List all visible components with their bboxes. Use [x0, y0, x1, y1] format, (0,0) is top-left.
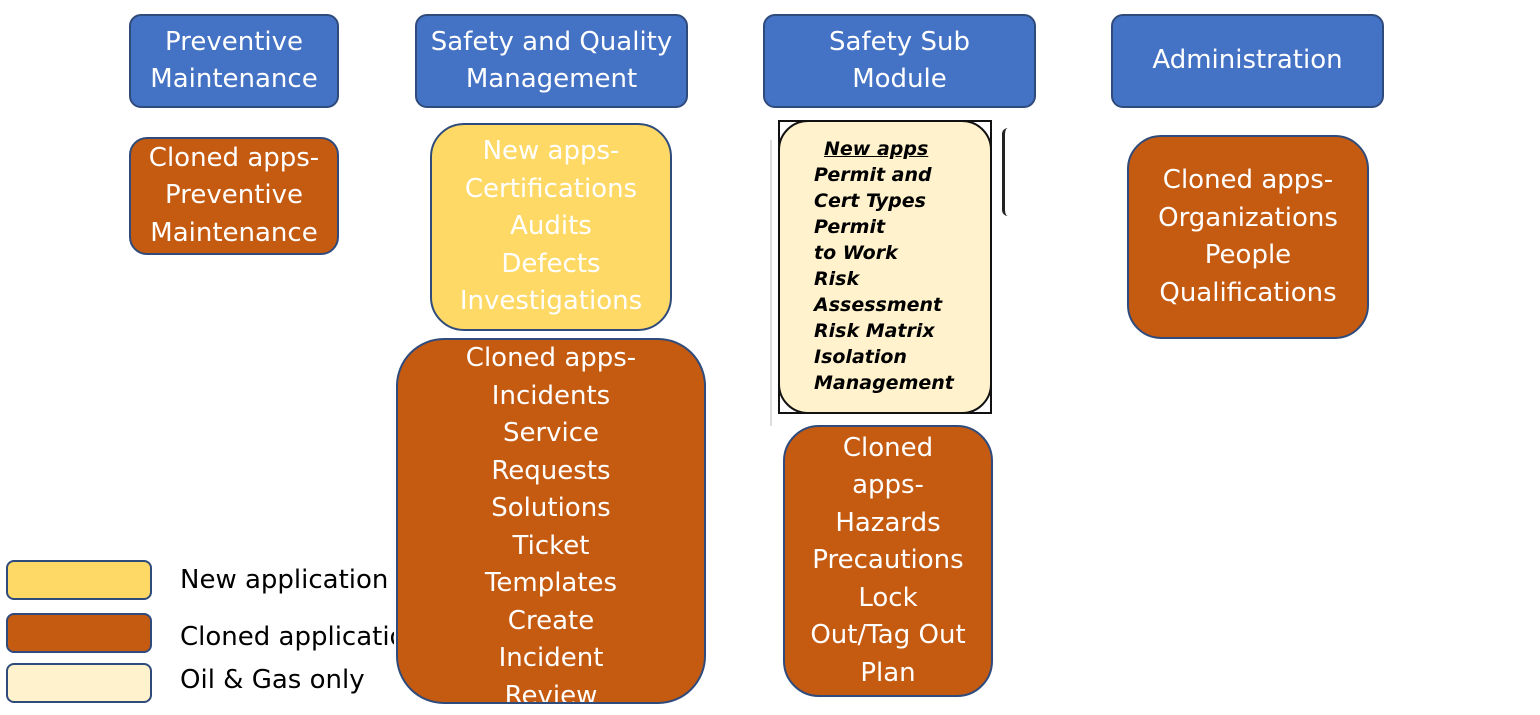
- box-line: Review: [504, 680, 598, 704]
- box-line: People: [1204, 240, 1292, 270]
- preventive-cloned-apps-box: Cloned apps- Preventive Maintenance: [129, 137, 339, 255]
- box-line: Isolation: [814, 346, 907, 368]
- box-line: Risk Matrix: [814, 320, 935, 342]
- header-safety-sub-module: Safety Sub Module: [763, 14, 1036, 108]
- administration-cloned-apps-box: Cloned apps- Organizations People Qualif…: [1127, 135, 1369, 339]
- box-line: Maintenance: [150, 217, 318, 248]
- box-line: Cloned apps-: [148, 142, 320, 173]
- legend-swatch-cloned: [6, 613, 152, 653]
- header-line: Safety Sub: [829, 26, 970, 57]
- box-line: Incident: [498, 643, 604, 673]
- box-line: Create: [507, 605, 595, 636]
- box-line: New apps-: [482, 136, 620, 167]
- box-line: Templates: [484, 568, 618, 598]
- box-line: Solutions: [491, 493, 611, 523]
- header-line: Preventive: [165, 26, 303, 57]
- box-line: Audits: [510, 211, 592, 242]
- box-line: to Work: [814, 242, 898, 264]
- box-line: Management: [814, 372, 954, 394]
- header-line: Module: [852, 64, 947, 94]
- box-line: Permit: [814, 216, 886, 238]
- box-line: apps-: [852, 470, 924, 501]
- box-line: Incidents: [491, 380, 611, 411]
- header-line: Administration: [1152, 45, 1343, 76]
- box-line: Investigations: [459, 286, 643, 317]
- box-line: Cloned apps-: [1162, 165, 1334, 195]
- box-line: Organizations: [1158, 202, 1338, 233]
- box-line: Hazards: [835, 507, 941, 538]
- box-line: Out/Tag Out: [810, 620, 966, 651]
- header-line: Maintenance: [150, 64, 318, 94]
- box-line: Risk: [814, 268, 860, 290]
- header-preventive-maintenance: Preventive Maintenance: [129, 14, 339, 108]
- box-line: Certifications: [464, 173, 638, 204]
- header-line: Safety and Quality: [430, 26, 673, 57]
- header-line: Management: [465, 64, 638, 94]
- legend-label-new: New application: [180, 565, 389, 595]
- box-line: Lock: [858, 582, 918, 613]
- legend-label-cloned: Cloned applicatio: [180, 622, 394, 652]
- box-line: Qualifications: [1159, 277, 1337, 308]
- box-line: Defects: [501, 248, 601, 279]
- adjacent-box-edge: [1002, 128, 1008, 216]
- box-line: Service: [502, 418, 600, 448]
- box-line: Assessment: [814, 294, 943, 316]
- box-line: Cloned apps-: [465, 343, 637, 373]
- box-line: Preventive: [165, 180, 303, 211]
- new-apps-title: New apps: [824, 138, 929, 160]
- header-administration: Administration: [1111, 14, 1384, 108]
- box-line: Precautions: [812, 545, 964, 576]
- legend-swatch-new: [6, 560, 152, 600]
- box-line: Cert Types: [814, 190, 926, 212]
- safety-quality-cloned-apps-box: Cloned apps- Incidents Service Requests …: [396, 338, 706, 704]
- box-line: Ticket: [512, 530, 590, 561]
- box-line: Plan: [860, 657, 916, 688]
- isolation-management-highlight: [778, 120, 992, 414]
- box-line: Cloned: [842, 432, 934, 463]
- image-edge: [770, 140, 772, 426]
- safety-sub-new-apps-box: New apps Permit and Cert Types Permit to…: [778, 120, 992, 414]
- legend-swatch-oil-gas: [6, 663, 152, 703]
- header-safety-quality-management: Safety and Quality Management: [415, 14, 688, 108]
- box-line: Permit and: [814, 164, 932, 186]
- legend-label-oil-gas: Oil & Gas only: [180, 665, 365, 695]
- safety-quality-new-apps-box: New apps- Certifications Audits Defects …: [430, 123, 672, 331]
- box-line: Requests: [491, 455, 611, 486]
- safety-sub-cloned-apps-box: Cloned apps- Hazards Precautions Lock Ou…: [783, 425, 993, 697]
